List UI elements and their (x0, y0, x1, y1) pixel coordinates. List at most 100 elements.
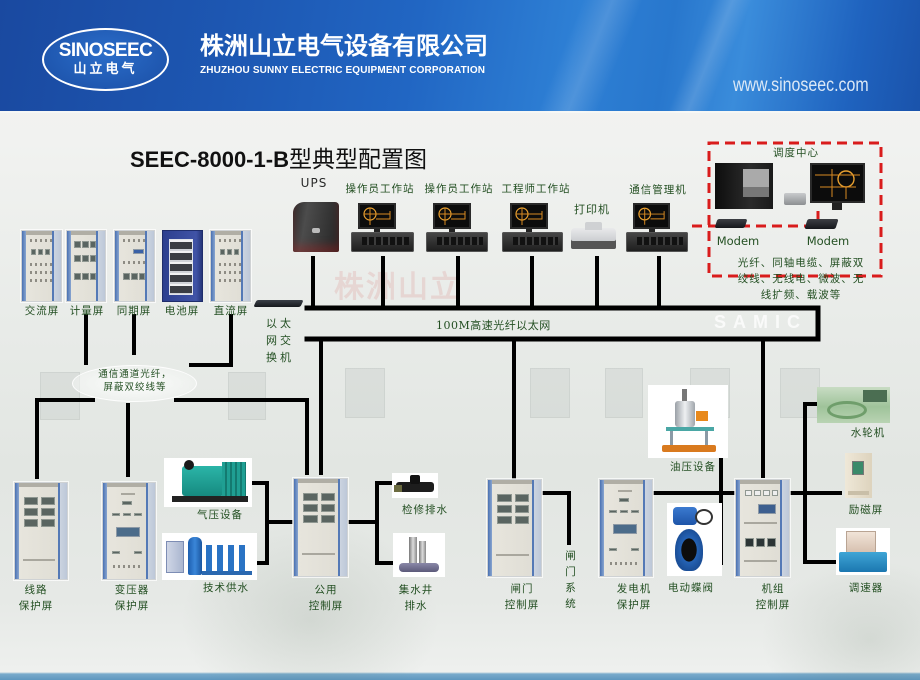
background-window (228, 372, 266, 420)
meter (74, 241, 81, 248)
display (133, 249, 144, 254)
meter (82, 255, 89, 262)
unit-display (758, 504, 776, 514)
tech-water-supply-label: 技术供水 (203, 582, 249, 594)
cabinet-top (119, 231, 145, 235)
page-title: SEEC-8000-1-B型典型配置图 (130, 140, 427, 176)
electric-butterfly-valve-icon (667, 503, 722, 576)
dc-panel-cabinet (210, 230, 251, 302)
label-line: 公用 (314, 584, 338, 596)
valve-body (675, 529, 703, 571)
relay-unit (497, 505, 512, 513)
scada-screen-icon (438, 207, 466, 225)
pump-body (396, 482, 434, 492)
battery-rack (169, 239, 193, 295)
ethernet-switch-icon (253, 300, 304, 307)
aux-panel-label-sync: 同期屏 (116, 305, 152, 317)
line-protection-cabinet (14, 482, 68, 580)
wire-gate-system (540, 491, 571, 545)
meter (31, 249, 36, 255)
label-char: 统 (565, 598, 577, 610)
valve-actuator (673, 507, 697, 525)
generator-protection-label: 发电机 保护屏 (608, 581, 660, 613)
cabinet-top (19, 483, 58, 487)
monitor-icon (510, 203, 548, 229)
label-line: 发电机 (616, 583, 652, 595)
common-control-label: 公用 控制屏 (300, 582, 352, 614)
ac-panel-cabinet (21, 230, 62, 302)
relay-unit (24, 508, 38, 516)
comm-channel-bubble (72, 365, 197, 402)
meter (756, 538, 765, 547)
scada-screen-icon (815, 169, 860, 199)
protection-display (116, 527, 140, 537)
pipe-manifold (202, 571, 252, 575)
turbine-panel (863, 390, 887, 402)
meter (754, 490, 761, 496)
header-light-streak (537, 0, 643, 113)
relay-unit (321, 515, 335, 523)
relay-unit (41, 519, 55, 527)
oil-pressure-unit-icon (648, 385, 728, 458)
monitor-stand (526, 229, 532, 232)
printer-icon (571, 222, 616, 249)
excitation-panel-icon (845, 453, 872, 498)
electric-butterfly-valve-label: 电动蝶阀 (668, 582, 714, 594)
turbine-label: 水轮机 (850, 427, 886, 439)
scada-screen-icon (515, 207, 543, 225)
background-window (345, 368, 385, 418)
dispatch-center-title: 调度中心 (773, 147, 819, 159)
label-line: 变压器 (114, 584, 150, 596)
channel-line: 光纤、同轴电缆、屏蔽双 (737, 257, 865, 269)
server-icon (502, 232, 563, 252)
metering-panel-cabinet (66, 230, 106, 302)
protection-display (613, 524, 637, 534)
label-line: 排水 (404, 600, 428, 612)
relay-unit (303, 504, 318, 512)
scada-screen-icon (363, 207, 391, 225)
excitation-panel-label: 励磁屏 (848, 504, 884, 516)
channel-line: 绞线、无线电、微波、无 (737, 273, 865, 285)
ethernet-switch-label: 以太 网交 换机 (262, 315, 298, 366)
terminal-row (744, 560, 777, 562)
meter (82, 241, 89, 248)
meter (90, 255, 96, 262)
logo-text-cn: 山立电气 (73, 62, 138, 77)
meter (90, 241, 96, 248)
comm-channel-label: 通信通道光纤， 屏蔽双绞线等 (80, 368, 190, 394)
monitor-icon (358, 203, 396, 229)
backbone-network-label: 100M高速光纤以太网 (436, 319, 551, 332)
company-name-en: ZHUZHOU SUNNY ELECTRIC EQUIPMENT CORPORA… (200, 65, 486, 76)
title-model: SEEC-8000-1-B (130, 147, 289, 172)
switch-row (219, 271, 241, 274)
monitor-stand (649, 229, 655, 232)
cabinet-top (107, 483, 146, 487)
label-line: 保护屏 (18, 600, 54, 612)
switch-row (30, 263, 52, 266)
comm-manager-label: 通信管理机 (629, 184, 687, 196)
common-control-cabinet (293, 478, 348, 577)
label-line: 机组 (761, 583, 785, 595)
comm-manager (626, 203, 688, 252)
label-line: 集水井 (398, 584, 434, 596)
indicator (620, 510, 628, 513)
server-icon (351, 232, 414, 252)
background-window (530, 368, 570, 418)
unit-control-cabinet (735, 479, 790, 577)
label-plate (618, 490, 632, 492)
transformer-protection-cabinet (102, 482, 156, 580)
engineer-workstation (502, 203, 563, 252)
background-window (605, 368, 643, 418)
server-icon (426, 232, 488, 252)
sump-drainage-pump-icon (393, 533, 445, 577)
cabinet-top (492, 480, 532, 484)
indicator (631, 548, 639, 551)
dispatch-server-icon (715, 163, 773, 209)
label-line: 线路 (24, 584, 48, 596)
label-line: 保护屏 (114, 600, 150, 612)
relay-unit (303, 515, 318, 523)
meter (772, 490, 778, 496)
governor-tank (839, 552, 887, 572)
switch-row (219, 279, 241, 282)
